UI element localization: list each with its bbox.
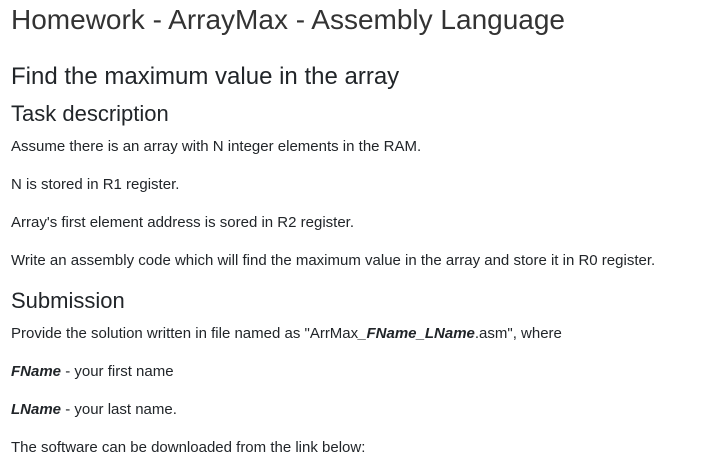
submission-filename-line: Provide the solution written in file nam… <box>11 325 562 343</box>
task-paragraph-4: Write an assembly code which will find t… <box>11 252 656 269</box>
lname-term: LName <box>11 401 62 418</box>
download-note: The software can be downloaded from the … <box>11 439 366 456</box>
submission-heading: Submission <box>11 288 125 313</box>
task-paragraph-2: N is stored in R1 register. <box>11 176 180 193</box>
fname-term: FName <box>11 363 62 380</box>
task-paragraph-3: Array's first element address is sored i… <box>11 214 354 231</box>
section-heading-main: Find the maximum value in the array <box>11 63 400 90</box>
fname-description: - your first name <box>61 363 174 380</box>
page-title: Homework - ArrayMax - Assembly Language <box>11 4 565 35</box>
task-description-heading: Task description <box>11 101 169 126</box>
fname-definition: FName - your first name <box>11 363 174 381</box>
filename-variable: _FName_LName <box>358 325 475 342</box>
lname-definition: LName - your last name. <box>11 401 177 419</box>
lname-description: - your last name. <box>61 401 177 418</box>
task-paragraph-1: Assume there is an array with N integer … <box>11 138 422 155</box>
filename-suffix: .asm", where <box>474 325 562 342</box>
filename-prefix: Provide the solution written in file nam… <box>11 325 359 342</box>
